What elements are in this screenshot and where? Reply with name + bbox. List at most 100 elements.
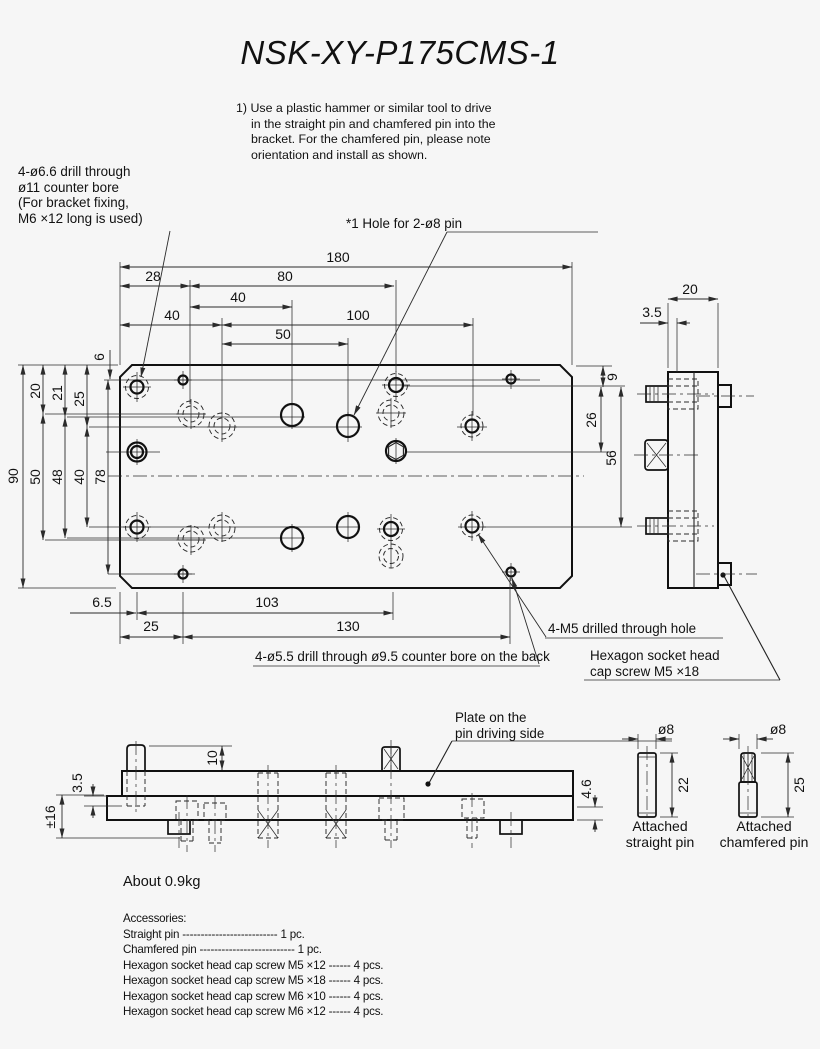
label-m5-hole: 4-M5 drilled through hole bbox=[548, 621, 696, 636]
drill-note-line: 4-ø6.6 drill through bbox=[18, 164, 131, 179]
dim-9: 9 bbox=[604, 373, 620, 381]
drill-note-line: ø11 counter bore bbox=[18, 179, 119, 195]
dim-50v: 50 bbox=[27, 469, 43, 485]
dim-40v: 40 bbox=[71, 469, 87, 485]
note-line: 1) Use a plastic hammer or similar tool … bbox=[236, 101, 492, 115]
label-hex-screw-1: Hexagon socket head bbox=[590, 648, 720, 663]
side-body bbox=[667, 371, 719, 589]
dim-78: 78 bbox=[92, 469, 108, 485]
small-holes bbox=[177, 373, 517, 580]
dim-dia8-chamfered: ø8 bbox=[770, 721, 787, 737]
leader-m5 bbox=[477, 533, 547, 638]
dim-103: 103 bbox=[255, 594, 279, 610]
accessories-list: Accessories: Straight pin --------------… bbox=[123, 911, 384, 1020]
label-hex-screw-2: cap screw M5 ×18 bbox=[590, 664, 699, 679]
section-extensions bbox=[56, 745, 603, 839]
dim-48: 48 bbox=[49, 469, 65, 485]
tapped-hole bbox=[126, 441, 148, 463]
dim-pm16: ±16 bbox=[42, 805, 58, 828]
leader-pin-hole bbox=[353, 231, 448, 416]
dim-10: 10 bbox=[204, 750, 220, 766]
accessories-heading: Accessories: bbox=[123, 912, 187, 925]
assembly-note: 1) Use a plastic hammer or similar tool … bbox=[236, 101, 496, 163]
back-counter-bore-holes bbox=[177, 399, 405, 569]
dim-40a: 40 bbox=[230, 289, 246, 305]
leader-drill66 bbox=[140, 230, 171, 378]
label-chamfered-pin-1: Attached bbox=[736, 818, 791, 834]
dim-80: 80 bbox=[277, 268, 293, 284]
drill-note-line: (For bracket fixing, bbox=[18, 195, 129, 211]
hex-socket-hole bbox=[384, 439, 408, 463]
construction-lines bbox=[45, 379, 632, 575]
dim-total-width: 180 bbox=[326, 249, 350, 265]
top-view-dimensions: 180 28 80 40 40 100 50 90 20 21 25 50 48… bbox=[5, 249, 620, 640]
dim-6-5: 6.5 bbox=[92, 594, 112, 610]
label-straight-pin-1: Attached bbox=[632, 818, 687, 834]
dim-50: 50 bbox=[275, 326, 291, 342]
dim-56: 56 bbox=[603, 450, 619, 466]
accessory-item: Hexagon socket head cap screw M6 ×10 ---… bbox=[123, 989, 384, 1003]
dim-90: 90 bbox=[5, 468, 21, 484]
dim-25p: 25 bbox=[791, 777, 807, 793]
dim-22: 22 bbox=[675, 777, 691, 793]
callouts: *1 Hole for 2-ø8 pin 4-M5 drilled throug… bbox=[140, 216, 781, 681]
dim-dia8-straight: ø8 bbox=[658, 721, 675, 737]
dim-4-6: 4.6 bbox=[578, 779, 594, 799]
straight-pin-detail: ø8 22 Attached straight pin bbox=[622, 721, 694, 850]
section-view: 10 3.5 ±16 4.6 Plate on the pin driving … bbox=[42, 710, 672, 852]
label-counter-bore-back: 4-ø5.5 drill through ø9.5 counter bore o… bbox=[255, 649, 550, 664]
hole-crosshairs bbox=[123, 370, 520, 583]
dim-100: 100 bbox=[346, 307, 370, 323]
dim-20: 20 bbox=[27, 383, 43, 399]
straight-pin-installed bbox=[126, 744, 146, 807]
pin-details: ø8 22 Attached straight pin ø8 25 Attach… bbox=[622, 721, 808, 850]
note-line: orientation and install as shown. bbox=[251, 147, 428, 162]
side-screws bbox=[645, 378, 699, 542]
leader-plate bbox=[428, 740, 453, 784]
drill-note-line: M6 ×12 long is used) bbox=[18, 210, 143, 226]
weight-label: About 0.9kg bbox=[123, 874, 201, 890]
dim-28: 28 bbox=[145, 268, 161, 284]
plate-callout: Plate on the pin driving side bbox=[425, 710, 672, 787]
section-centerlines bbox=[135, 740, 512, 852]
section-dimensions: 10 3.5 ±16 4.6 bbox=[42, 745, 598, 839]
dim-25: 25 bbox=[71, 391, 87, 407]
drill-note-label: 4-ø6.6 drill through ø11 counter bore (F… bbox=[18, 164, 143, 226]
side-extensions bbox=[667, 303, 719, 372]
dim-130: 130 bbox=[336, 618, 360, 634]
footer-block: About 0.9kg Accessories: Straight pin --… bbox=[123, 874, 384, 1020]
hidden-knurled-pins bbox=[257, 772, 347, 839]
accessory-item: Chamfered pin --------------------------… bbox=[123, 943, 322, 956]
lower-plate bbox=[106, 795, 574, 821]
pin-holes bbox=[279, 402, 361, 551]
dim-25b: 25 bbox=[143, 618, 159, 634]
top-view: 180 28 80 40 40 100 50 90 20 21 25 50 48… bbox=[5, 216, 781, 681]
note-line: in the straight pin and chamfered pin in… bbox=[251, 116, 496, 131]
dim-3-5s: 3.5 bbox=[642, 304, 662, 320]
label-chamfered-pin-2: chamfered pin bbox=[720, 834, 809, 850]
upper-plate bbox=[121, 770, 574, 797]
leader-dot bbox=[425, 781, 431, 787]
label-plate-1: Plate on the bbox=[455, 710, 526, 725]
dim-40b: 40 bbox=[164, 307, 180, 323]
drawing-title: NSK-XY-P175CMS-1 bbox=[240, 34, 560, 71]
chamfered-pin-detail: ø8 25 Attached chamfered pin bbox=[720, 721, 809, 850]
label-pin-hole: *1 Hole for 2-ø8 pin bbox=[346, 216, 462, 231]
accessory-item: Hexagon socket head cap screw M6 ×12 ---… bbox=[123, 1005, 384, 1018]
extension-lines bbox=[18, 262, 612, 644]
leader-counter-bore bbox=[511, 577, 540, 665]
leader-dot bbox=[720, 572, 726, 578]
dim-3-5b: 3.5 bbox=[69, 773, 85, 793]
counter-bore-holes bbox=[125, 373, 484, 541]
plate-outline bbox=[119, 364, 573, 589]
dim-6: 6 bbox=[91, 353, 107, 361]
label-straight-pin-2: straight pin bbox=[626, 834, 694, 850]
side-view: 20 3.5 26 56 bbox=[583, 281, 757, 589]
label-plate-2: pin driving side bbox=[455, 726, 544, 741]
accessory-item: Hexagon socket head cap screw M5 ×18 ---… bbox=[123, 974, 384, 987]
dim-20s: 20 bbox=[682, 281, 698, 297]
note-line: bracket. For the chamfered pin, please n… bbox=[251, 132, 491, 147]
accessory-item: Straight pin -------------------------- … bbox=[123, 927, 305, 941]
